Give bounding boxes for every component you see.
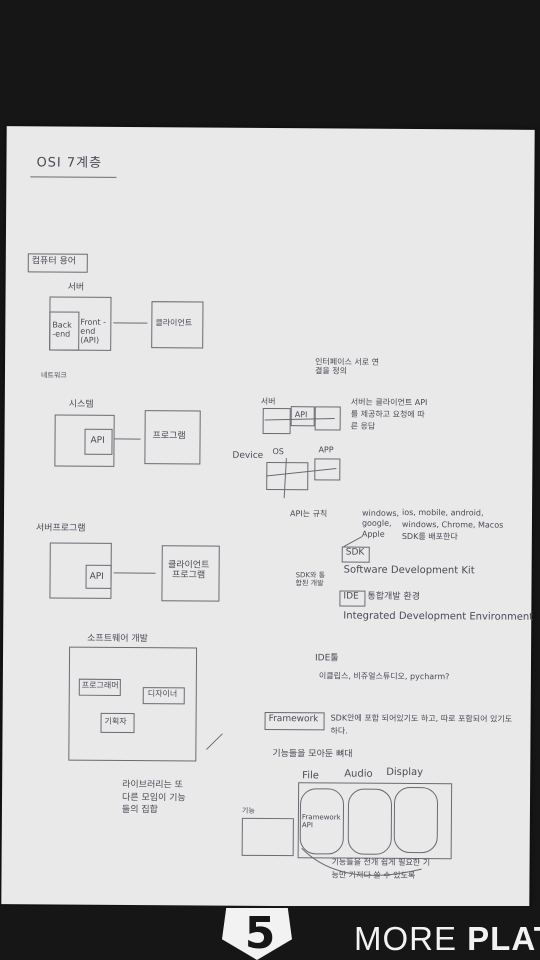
logo-number: 5 — [244, 908, 276, 959]
paper-sheet: OSI 7계층 컴퓨터 용어 서버 Back -end Front -end (… — [1, 126, 535, 908]
logo-text-light: MORE — [354, 920, 468, 957]
sketch-lines — [113, 322, 422, 876]
logo-text: MORE PLAT — [354, 920, 540, 958]
logo-text-bold: PLAT — [467, 920, 540, 957]
